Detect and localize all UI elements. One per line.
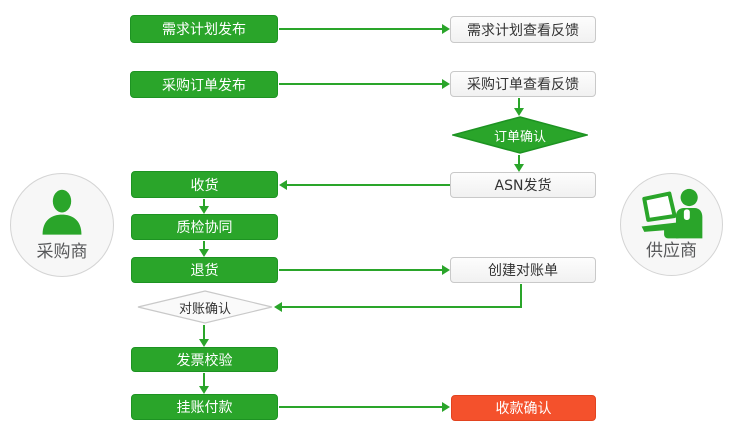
supplier-label: 供应商 — [646, 241, 697, 261]
node-create-statement: 创建对账单 — [450, 257, 596, 283]
arrow-po-to-confirm-line — [518, 98, 520, 109]
node-payment-on-account: 挂账付款 — [131, 394, 278, 420]
arrow-asn-to-receive-line — [287, 184, 450, 186]
node-quality-check: 质检协同 — [131, 214, 278, 240]
node-po-publish: 采购订单发布 — [130, 71, 278, 98]
node-asn-ship: ASN发货 — [450, 172, 596, 198]
buyer-label: 采购商 — [36, 242, 88, 262]
arrow-demand-plan-head — [442, 24, 450, 34]
buyer-person-icon — [11, 184, 113, 242]
arrow-quality-to-return-line — [203, 241, 205, 250]
node-statement-confirm-diamond: 对账确认 — [137, 290, 273, 324]
arrow-quality-to-return-head — [199, 249, 209, 257]
arrow-po-head — [442, 79, 450, 89]
arrow-invoice-to-payment-head — [199, 386, 209, 394]
arrow-demand-plan-line — [279, 28, 443, 30]
node-order-confirm-diamond: 订单确认 — [452, 116, 588, 154]
arrow-receive-to-quality-line — [203, 199, 205, 207]
node-demand-plan-publish: 需求计划发布 — [130, 15, 278, 43]
arrow-confirm-to-invoice-head — [199, 339, 209, 347]
arrow-confirm-to-asn-line — [518, 155, 520, 165]
arrow-statement-elbow-horizontal — [282, 306, 522, 308]
arrow-asn-to-receive-head — [279, 180, 287, 190]
actor-buyer: 采购商 — [10, 173, 114, 277]
node-po-feedback: 采购订单查看反馈 — [450, 71, 596, 97]
arrow-payment-to-receipt-line — [279, 406, 443, 408]
node-return-goods: 退货 — [131, 257, 278, 283]
node-receive-goods: 收货 — [131, 171, 278, 198]
arrow-return-to-statement-head — [442, 265, 450, 275]
arrow-confirm-to-asn-head — [514, 164, 524, 172]
statement-confirm-label: 对账确认 — [178, 301, 231, 317]
actor-supplier: 供应商 — [620, 173, 723, 276]
arrow-payment-to-receipt-head — [442, 402, 450, 412]
arrow-return-to-statement-line — [279, 269, 443, 271]
arrow-statement-elbow-head — [274, 302, 282, 312]
order-confirm-label: 订单确认 — [493, 129, 546, 145]
node-receipt-confirm: 收款确认 — [451, 395, 596, 421]
arrow-invoice-to-payment-line — [203, 373, 205, 386]
arrow-po-to-confirm-head — [514, 108, 524, 116]
node-demand-plan-feedback: 需求计划查看反馈 — [450, 16, 596, 43]
node-invoice-verify: 发票校验 — [131, 347, 278, 372]
arrow-confirm-to-invoice-line — [203, 325, 205, 339]
arrow-statement-elbow-vertical — [520, 284, 522, 308]
arrow-po-line — [279, 83, 443, 85]
supplier-person-laptop-icon — [621, 188, 722, 240]
arrow-receive-to-quality-head — [199, 206, 209, 214]
